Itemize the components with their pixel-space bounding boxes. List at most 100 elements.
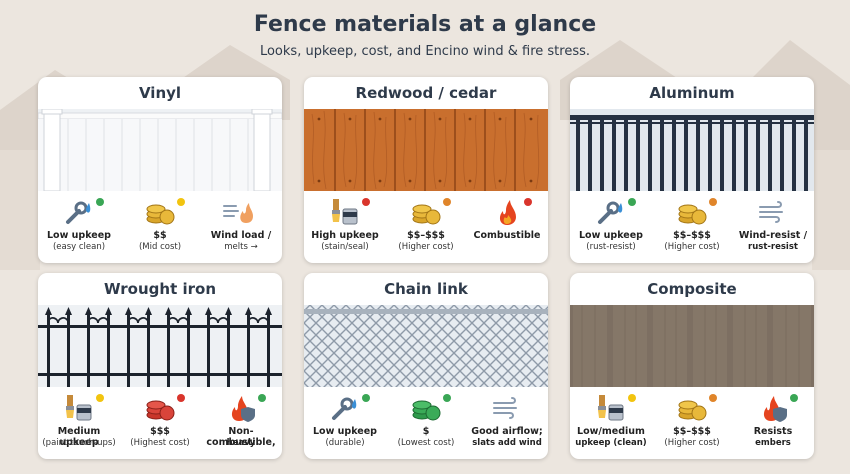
- stat-sub: (paint touch-ups): [42, 438, 116, 448]
- card-title: Composite: [647, 280, 737, 298]
- stat-cost: $$–$$$ (Higher cost): [651, 195, 733, 261]
- stat-cost: $ (Lowest cost): [385, 391, 467, 457]
- stat-sub: (Mid cost): [138, 242, 182, 252]
- rating-dot-green: [790, 394, 798, 402]
- card-chain-link: Chain link Low upkeep (durable): [304, 273, 548, 459]
- rating-dot-red: [177, 394, 185, 402]
- coins-icon: [678, 204, 707, 225]
- stat-sub: (easy clean): [52, 242, 106, 252]
- stat-cost: $$–$$$ (Higher cost): [385, 195, 467, 261]
- card-wrought-iron: Wrought iron: [38, 273, 282, 459]
- stat-stress: Good airflow; slats add wind: [466, 391, 548, 457]
- stat-upkeep: Low upkeep (durable): [304, 391, 386, 457]
- flame-icon: [499, 200, 516, 225]
- rating-dot-orange: [709, 394, 717, 402]
- stat-sub: embers: [755, 438, 791, 448]
- card-composite: Composite Low/medium: [570, 273, 814, 459]
- chain-link-fence-image: [304, 305, 548, 387]
- wind-flame-icon: [223, 203, 253, 223]
- coins-icon: [412, 204, 441, 225]
- stat-stress: Resists embers: [732, 391, 814, 457]
- card-vinyl: Vinyl Low upkeep (easy clean): [38, 77, 282, 263]
- stat-sub: (stain/seal): [321, 242, 369, 252]
- vinyl-fence-image: [38, 109, 282, 191]
- stat-sub: slats add wind: [472, 438, 542, 448]
- stat-label: Combustible: [473, 230, 541, 241]
- stat-label: $: [422, 426, 430, 437]
- stat-label: $$–$$$: [407, 230, 445, 241]
- stat-sub: (rust-resist): [586, 242, 636, 252]
- wrench-drop-icon: [598, 201, 623, 224]
- stat-label: Low/medium: [577, 426, 645, 437]
- coins-icon: [412, 400, 441, 421]
- paintbrush-can-icon: [598, 395, 624, 421]
- stat-sub: upkeep (clean): [575, 438, 647, 448]
- stat-sub: (Higher cost): [664, 242, 720, 252]
- wrench-drop-icon: [332, 397, 357, 420]
- coins-icon: [146, 400, 175, 421]
- stat-label: Wind load /: [210, 230, 272, 241]
- rating-dot-green: [362, 394, 370, 402]
- rating-dot-yellow: [96, 394, 104, 402]
- stat-sub: (Highest cost): [130, 438, 190, 448]
- rating-dot-green: [443, 394, 451, 402]
- stat-upkeep: High upkeep (stain/seal): [304, 195, 386, 261]
- stat-label: Non-combustible,: [206, 426, 276, 448]
- flame-shield-icon: [231, 396, 255, 422]
- rating-dot-yellow: [628, 394, 636, 402]
- card-title: Redwood / cedar: [355, 84, 497, 102]
- stat-label: Good airflow;: [471, 426, 543, 437]
- paintbrush-can-icon: [332, 199, 358, 225]
- rating-dot-green: [96, 198, 104, 206]
- rating-dot-red: [524, 198, 532, 206]
- card-title: Wrought iron: [104, 280, 216, 298]
- stat-sub: heavy: [226, 438, 256, 448]
- stat-sub: (Higher cost): [398, 242, 454, 252]
- stat-upkeep: Low/medium upkeep (clean): [570, 391, 652, 457]
- aluminum-fence-image: [570, 109, 814, 191]
- card-title: Chain link: [384, 280, 468, 298]
- rating-dot-yellow: [177, 198, 185, 206]
- stat-label: $$: [153, 230, 167, 241]
- stat-sub: melts →: [224, 242, 258, 252]
- stat-sub: (Higher cost): [664, 438, 720, 448]
- coins-icon: [146, 204, 175, 225]
- stat-label: High upkeep: [311, 230, 379, 241]
- rating-dot-red: [362, 198, 370, 206]
- stat-label: Resists: [753, 426, 793, 437]
- card-aluminum: Aluminum Low upkeep (rust-resis: [570, 77, 814, 263]
- paintbrush-can-icon: [66, 395, 92, 421]
- stat-label: Low upkeep: [47, 230, 111, 241]
- stat-sub: (Lowest cost): [397, 438, 455, 448]
- stat-stress: Non-combustible, heavy: [200, 391, 282, 457]
- stat-label: $$–$$$: [673, 426, 711, 437]
- wrench-drop-icon: [66, 201, 91, 224]
- stat-cost: $$–$$$ (Higher cost): [651, 391, 733, 457]
- stat-upkeep: Medium upkeep (paint touch-ups): [38, 391, 120, 457]
- stat-upkeep: Low upkeep (easy clean): [38, 195, 120, 261]
- stat-cost: $$ (Mid cost): [119, 195, 201, 261]
- wind-icon: [493, 397, 517, 419]
- stat-stress: Wind load / melts →: [200, 195, 282, 261]
- coins-icon: [678, 400, 707, 421]
- rating-dot-green: [628, 198, 636, 206]
- stat-label: Medium upkeep: [57, 426, 101, 448]
- stat-label: Low upkeep: [579, 230, 643, 241]
- rating-dot-orange: [709, 198, 717, 206]
- stat-label: Low upkeep: [313, 426, 377, 437]
- stat-stress: Wind-resist / rust-resist: [732, 195, 814, 261]
- composite-fence-image: [570, 305, 814, 387]
- stat-label: Wind-resist /: [738, 230, 808, 241]
- card-title: Aluminum: [649, 84, 735, 102]
- stat-label: $$$: [150, 426, 170, 437]
- stat-cost: $$$ (Highest cost): [119, 391, 201, 457]
- card-title: Vinyl: [138, 84, 182, 102]
- stat-sub: (durable): [325, 438, 365, 448]
- flame-shield-icon: [763, 396, 787, 422]
- page-subtitle: Looks, upkeep, cost, and Encino wind & f…: [259, 44, 591, 59]
- stat-upkeep: Low upkeep (rust-resist): [570, 195, 652, 261]
- rating-dot-green: [258, 394, 266, 402]
- redwood-fence-image: [304, 109, 548, 191]
- wrought-iron-fence-image: [38, 305, 282, 387]
- stat-sub: rust-resist: [748, 242, 798, 252]
